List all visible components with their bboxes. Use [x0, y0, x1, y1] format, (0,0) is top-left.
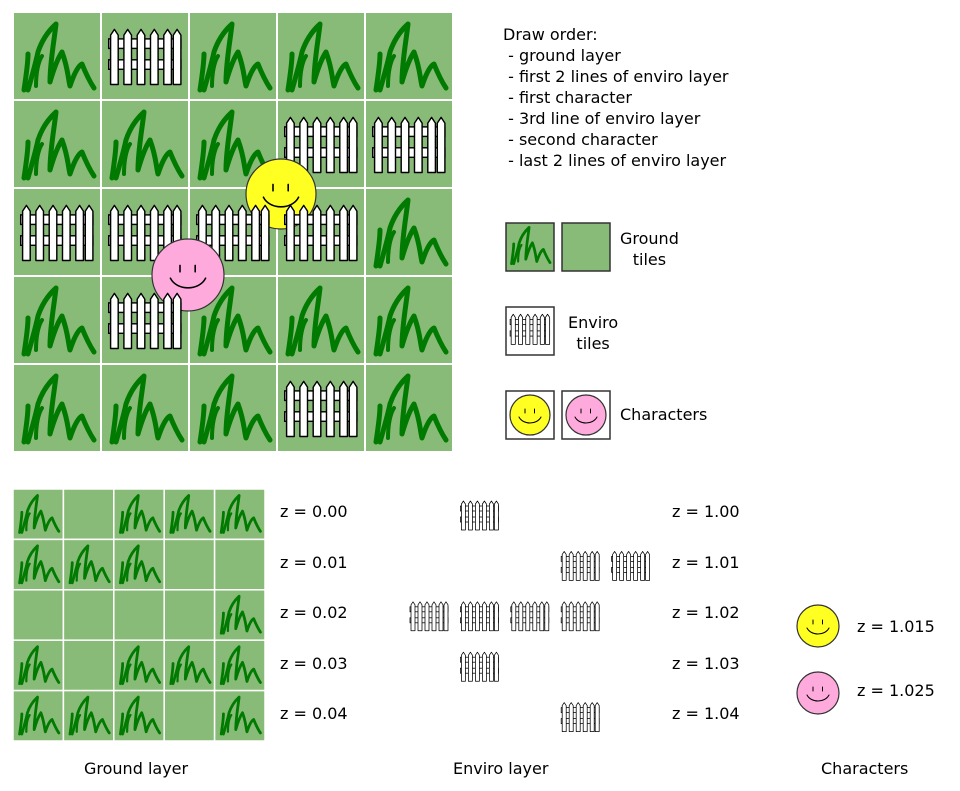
fence-icon — [460, 601, 499, 632]
enviro-z-label: z = 1.04 — [672, 704, 740, 723]
draw-order-item: - first character — [503, 88, 632, 107]
ground-z-label: z = 0.03 — [280, 653, 348, 673]
enviro-z-label: z = 1.02 — [672, 603, 740, 622]
ground-tile — [163, 689, 216, 741]
fence-icon — [611, 551, 650, 581]
draw-order-title: Draw order: — [503, 25, 598, 44]
main-scene-svg — [13, 12, 453, 452]
enviro-layer-grid — [405, 489, 657, 741]
legend-ground-label: Ground tiles — [620, 229, 679, 269]
ground-tile — [113, 589, 165, 641]
main-scene — [13, 12, 453, 452]
legend-ground-tiles — [505, 222, 615, 272]
character-yellow — [796, 604, 840, 648]
ground-z-label: z = 0.01 — [280, 552, 348, 572]
draw-order-item: - second character — [503, 130, 658, 149]
draw-order-item: - first 2 lines of enviro layer — [503, 67, 729, 86]
fence-icon — [560, 601, 600, 632]
character-pink — [151, 238, 225, 312]
fence-icon — [460, 651, 499, 682]
legend-enviro-label: Enviro tiles — [568, 313, 619, 353]
ground-tile — [62, 489, 115, 541]
ground-tile — [62, 589, 115, 641]
draw-order-item: - ground layer — [503, 46, 621, 65]
ground-tile — [62, 639, 115, 692]
ground-tile — [163, 589, 216, 641]
ground-layer-grid — [13, 489, 265, 741]
fence-icon — [560, 551, 600, 581]
fence-icon — [460, 500, 499, 531]
legend-enviro-tiles — [505, 306, 557, 358]
legend-characters-label: Characters — [620, 405, 708, 424]
ground-z-label: z = 0.00 — [280, 502, 348, 521]
ground-z-label: z = 0.04 — [280, 704, 348, 723]
fence-icon — [560, 702, 600, 732]
ground-layer-caption: Ground layer — [84, 759, 189, 778]
draw-order-item: - 3rd line of enviro layer — [503, 109, 701, 128]
enviro-z-label: z = 1.01 — [672, 552, 740, 572]
character-pink-z: z = 1.025 — [857, 681, 935, 700]
draw-order-panel: Draw order: - ground layer - first 2 lin… — [503, 24, 729, 171]
characters-caption: Characters — [821, 759, 909, 778]
enviro-layer-caption: Enviro layer — [453, 759, 549, 778]
character-pink — [796, 671, 840, 715]
enviro-z-label: z = 1.03 — [672, 653, 740, 673]
draw-order-list: - ground layer - first 2 lines of enviro… — [503, 45, 729, 171]
legend-characters — [505, 390, 615, 442]
fence-icon — [409, 601, 449, 632]
ground-tile — [163, 538, 216, 591]
draw-order-item: - last 2 lines of enviro layer — [503, 151, 727, 170]
enviro-z-label: z = 1.00 — [672, 502, 740, 521]
fence-icon — [510, 601, 550, 632]
ground-tile — [213, 538, 265, 591]
ground-tile — [13, 589, 65, 641]
characters-panel — [795, 602, 845, 718]
character-yellow-z: z = 1.015 — [857, 617, 935, 636]
ground-z-label: z = 0.02 — [280, 603, 348, 622]
